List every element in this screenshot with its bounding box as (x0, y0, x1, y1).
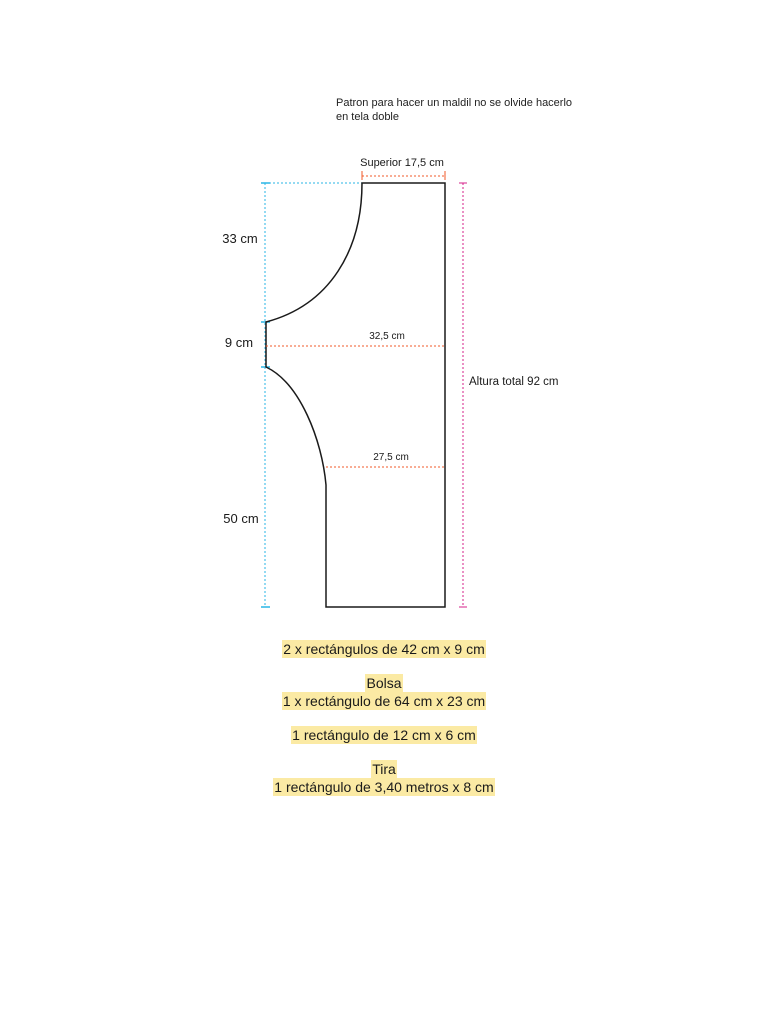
label-total-height: Altura total 92 cm (469, 376, 558, 388)
note-bolsa-size: 1 x rectángulo de 64 cm x 23 cm (281, 692, 487, 710)
label-top-width: Superior 17,5 cm (360, 157, 444, 169)
label-height-33: 33 cm (222, 231, 257, 246)
title-line-1: Patron para hacer un maldil no se olvide… (336, 97, 573, 109)
note-small-rectangle: 1 rectángulo de 12 cm x 6 cm (291, 726, 477, 744)
label-width-mid: 32,5 cm (369, 331, 405, 342)
note-group-1: 2 x rectángulos de 42 cm x 9 cm (0, 640, 768, 658)
label-height-9: 9 cm (225, 335, 253, 350)
pattern-outline (265, 182, 446, 608)
note-group-2: Bolsa 1 x rectángulo de 64 cm x 23 cm (0, 674, 768, 710)
title-line-2: en tela doble (336, 111, 399, 123)
pattern-title: Patron para hacer un maldil no se olvide… (336, 96, 596, 124)
label-width-low: 27,5 cm (373, 452, 409, 463)
note-group-3: 1 rectángulo de 12 cm x 6 cm (0, 726, 768, 744)
note-group-4: Tira 1 rectángulo de 3,40 metros x 8 cm (0, 760, 768, 796)
note-bolsa-title: Bolsa (365, 674, 403, 692)
label-height-50: 50 cm (223, 511, 258, 526)
note-rectangles: 2 x rectángulos de 42 cm x 9 cm (282, 640, 486, 658)
pattern-diagram: Superior 17,5 cm 33 cm 9 cm 50 cm 32,5 c… (222, 157, 558, 608)
cutting-notes: 2 x rectángulos de 42 cm x 9 cm Bolsa 1 … (0, 640, 768, 812)
note-tira-title: Tira (371, 760, 397, 778)
note-tira-size: 1 rectángulo de 3,40 metros x 8 cm (273, 778, 495, 796)
